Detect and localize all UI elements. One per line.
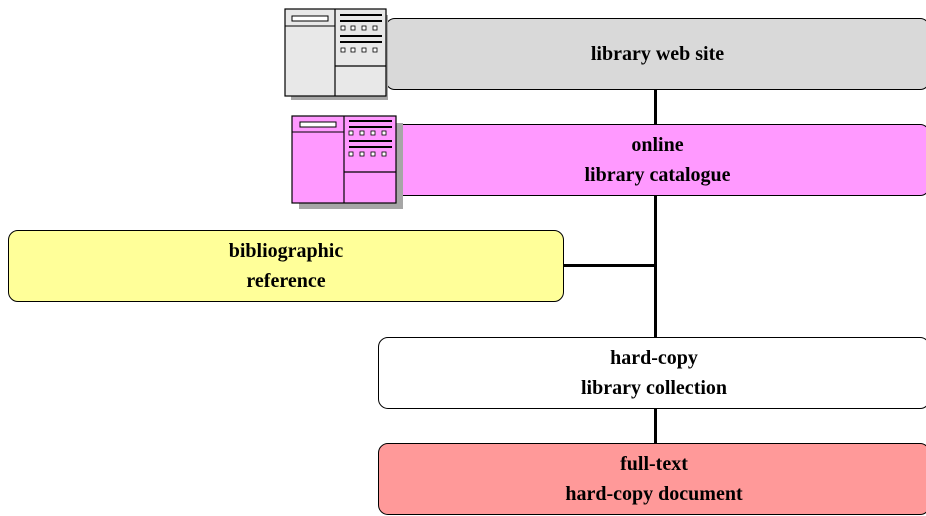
edge-website-to-catalogue [654, 88, 657, 126]
catalogue-page-icon [291, 115, 403, 209]
node-label-line2: library collection [580, 377, 728, 399]
edge-catalogue-to-bibliographic [562, 264, 656, 267]
node-label-line1: full-text [620, 453, 688, 475]
node-label: library web site [590, 43, 725, 65]
node-label-line1: bibliographic [228, 240, 344, 262]
node-full-text-document: full-text hard-copy document [378, 443, 926, 515]
node-label-line2: reference [246, 270, 326, 292]
web-page-icon [284, 8, 388, 100]
node-label-line2: library catalogue [584, 164, 731, 186]
node-label-line1: online [631, 134, 684, 156]
edge-catalogue-to-collection [654, 194, 657, 340]
edge-collection-to-fulltext [654, 407, 657, 445]
node-label-line1: hard-copy [610, 347, 698, 369]
node-library-web-site: library web site [385, 18, 926, 90]
node-bibliographic-reference: bibliographic reference [8, 230, 564, 302]
node-label-line2: hard-copy document [565, 483, 743, 505]
node-hard-copy-collection: hard-copy library collection [378, 337, 926, 409]
node-online-catalogue: online library catalogue [385, 124, 926, 196]
